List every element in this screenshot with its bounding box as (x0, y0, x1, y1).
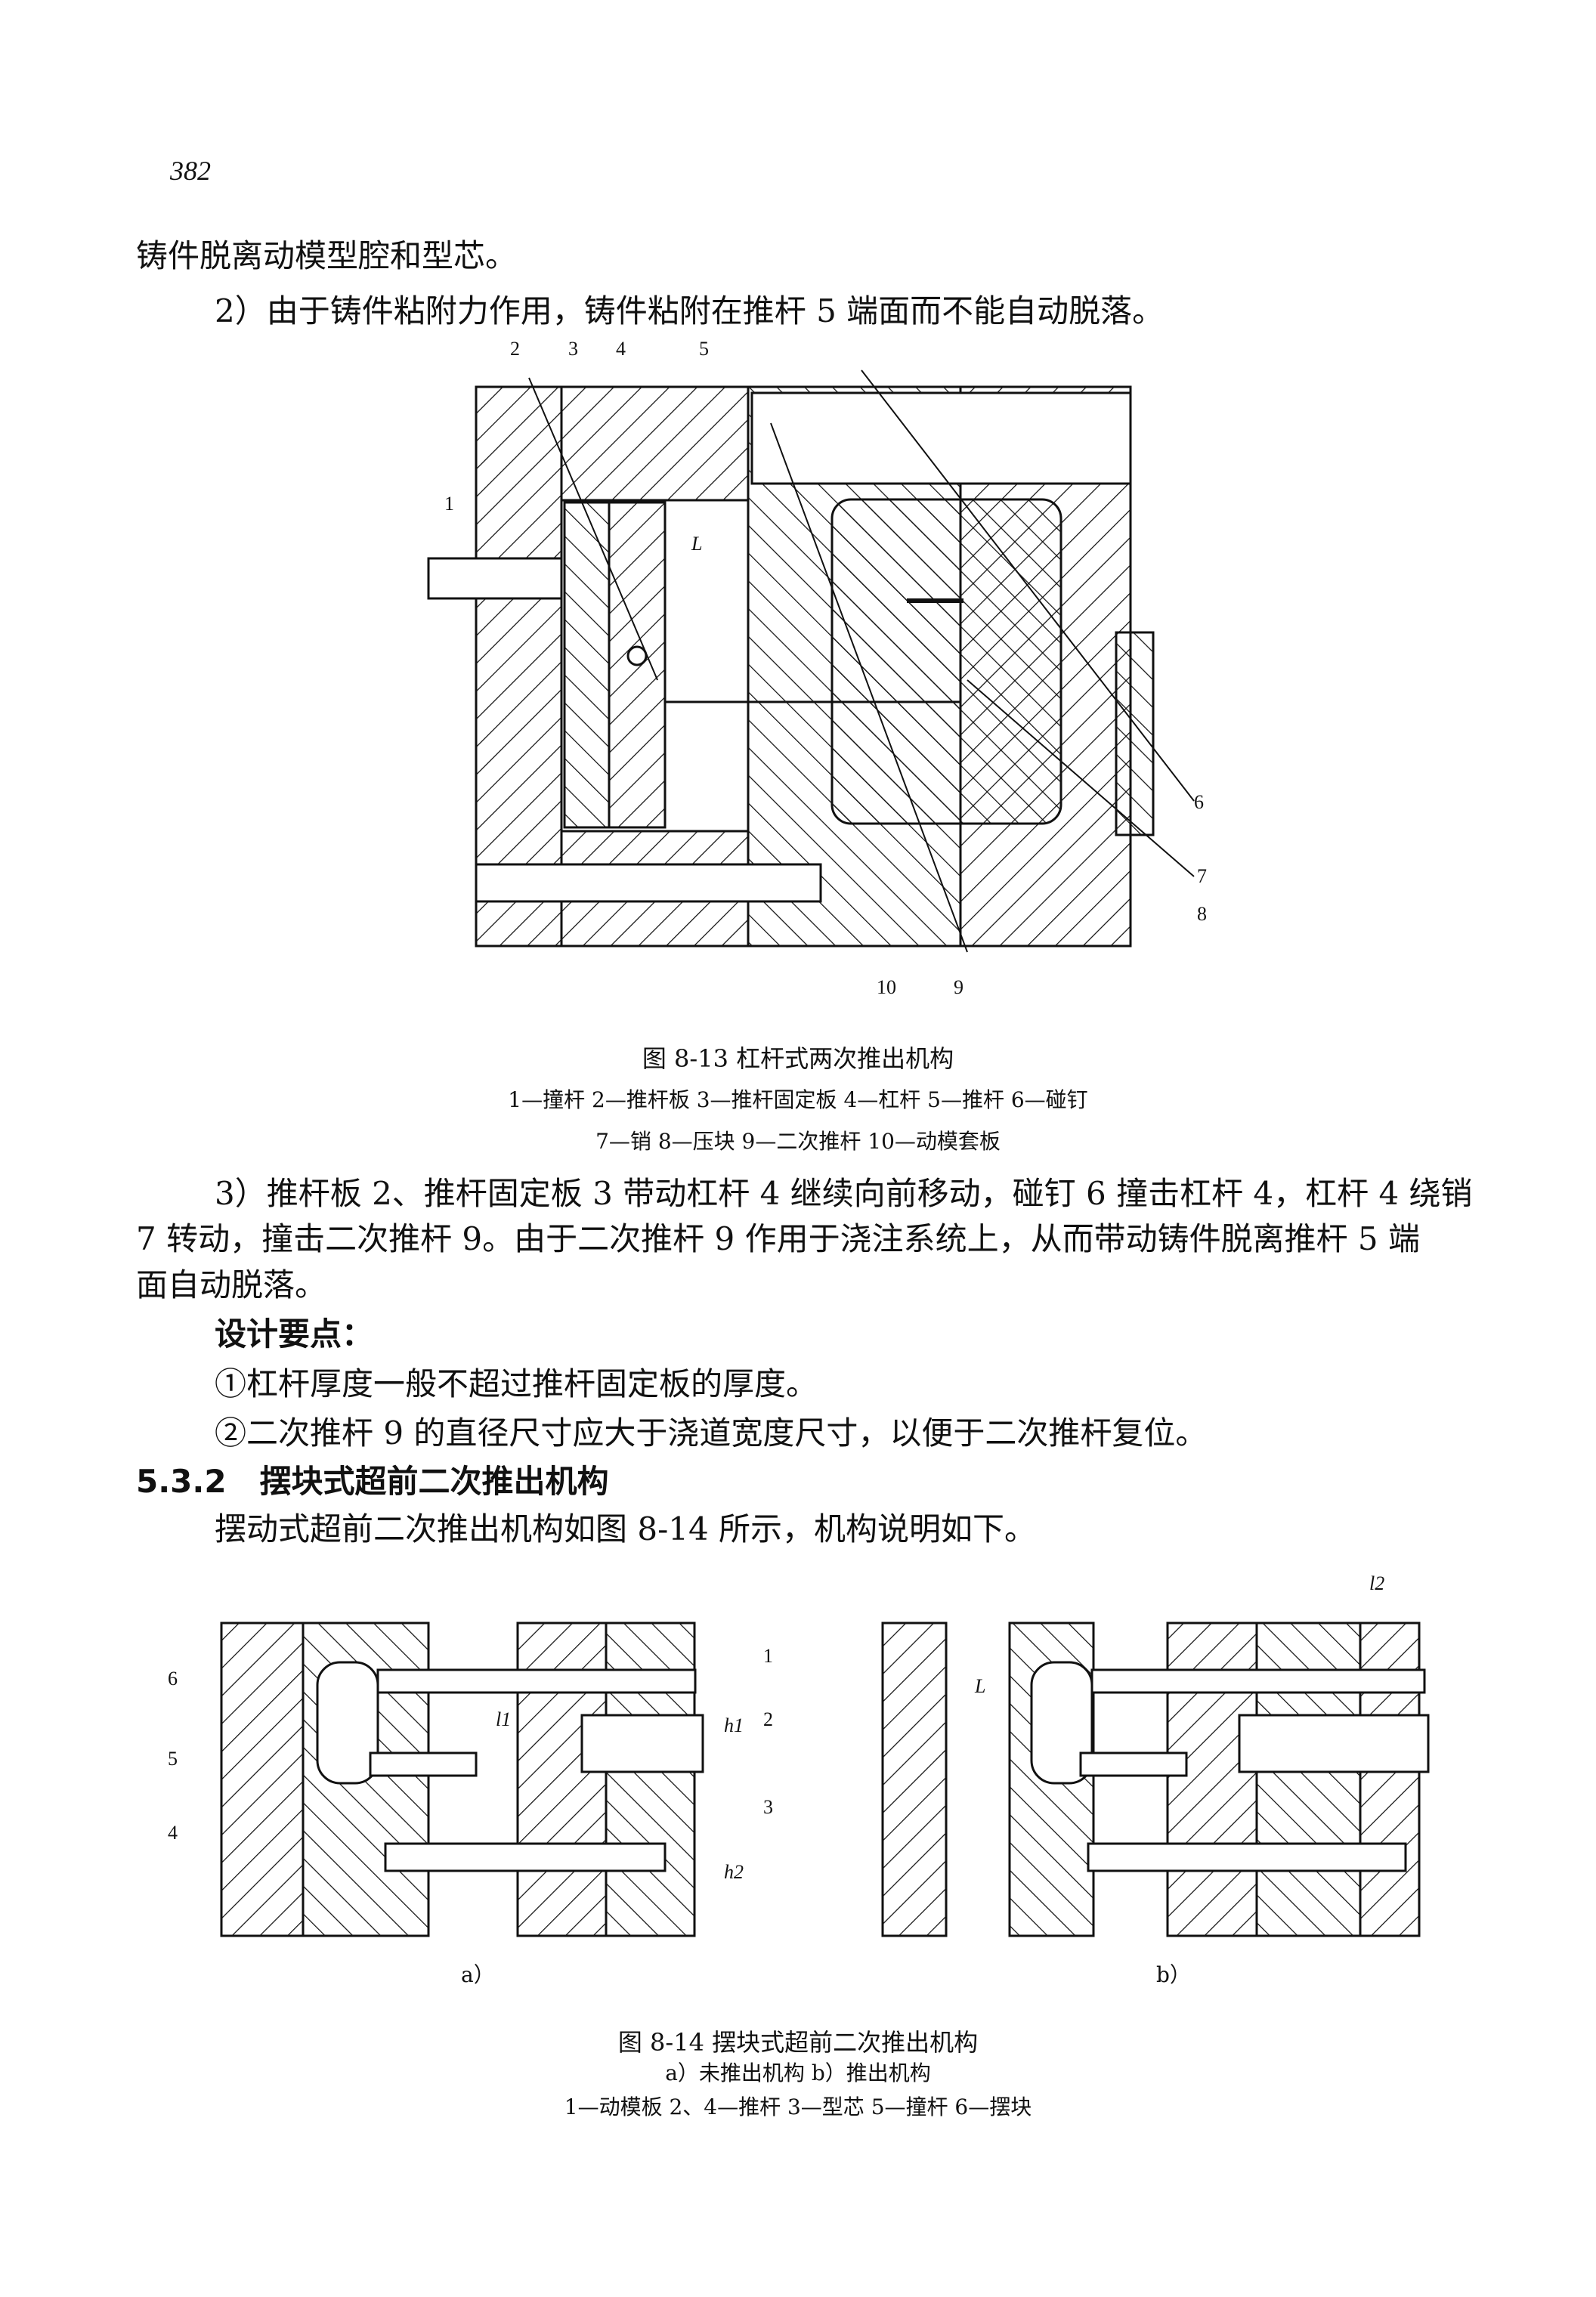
paragraph-1: 铸件脱离动模型腔和型芯。 (136, 237, 518, 274)
label-a-h2: h2 (724, 1861, 744, 1883)
figure-8-14-subcaption: a）未推出机构 b）推出机构 (665, 2060, 931, 2085)
design-point-1: ①杠杆厚度一般不超过推杆固定板的厚度。 (215, 1365, 818, 1402)
label-a-1: 1 (763, 1645, 773, 1667)
pushrod-4 (384, 1842, 667, 1872)
clamp-plate (475, 385, 563, 948)
label-8: 8 (1197, 903, 1207, 925)
label-5: 5 (699, 338, 709, 360)
bolt (475, 863, 822, 903)
support-top (560, 385, 750, 502)
label-3: 3 (568, 338, 578, 360)
label-b-L: L (974, 1675, 985, 1697)
figure-8-14a-drawing (220, 1622, 704, 1937)
design-points-title: 设计要点： (215, 1315, 374, 1353)
subfigure-b-label: b） (1156, 1962, 1191, 1987)
figure-8-14b-drawing (881, 1622, 1430, 1937)
ejector-plate-2 (563, 501, 611, 829)
side-block (1115, 631, 1155, 836)
pushrod-2 (376, 1668, 697, 1694)
label-a-2: 2 (763, 1708, 773, 1730)
figure-8-13-labels: 2 3 4 5 1 L 6 7 8 10 9 (444, 338, 1207, 998)
label-b-l2: l2 (1369, 1572, 1384, 1594)
label-a-3: 3 (763, 1796, 773, 1818)
label-1: 1 (444, 493, 454, 515)
label-10: 10 (877, 976, 896, 998)
label-6: 6 (1194, 791, 1204, 813)
label-4: 4 (616, 338, 626, 360)
figure-8-14-caption: 图 8-14 摆块式超前二次推出机构 (617, 2028, 979, 2057)
label-a-h1: h1 (724, 1714, 744, 1736)
figure-8-14-items: 1—动模板 2、4—推杆 3—型芯 5—撞杆 6—摆块 (564, 2095, 1032, 2119)
pin-7 (626, 645, 648, 666)
swing-block-6 (316, 1661, 379, 1785)
paragraph-4: 摆动式超前二次推出机构如图 8-14 所示，机构说明如下。 (215, 1510, 1037, 1547)
section-heading: 5.3.2 摆块式超前二次推出机构 (136, 1463, 609, 1500)
label-9: 9 (954, 976, 963, 998)
paragraph-2: 2）由于铸件粘附力作用，铸件粘附在推杆 5 端面而不能自动脱落。 (215, 292, 1165, 329)
paragraph-3-line-1: 3）推杆板 2、推杆固定板 3 带动杠杆 4 继续向前移动，碰钉 6 撞击杠杆 … (215, 1175, 1473, 1212)
label-L: L (691, 533, 702, 555)
label-7: 7 (1197, 865, 1207, 887)
knock-rod-5 (369, 1751, 478, 1777)
figure-8-13-items-2: 7—销 8—压块 9—二次推杆 10—动模套板 (595, 1129, 1001, 1154)
die-insert (830, 498, 1062, 825)
paragraph-3-line-3: 面自动脱落。 (136, 1266, 327, 1303)
label-a-l1: l1 (496, 1708, 511, 1730)
label-a-4: 4 (168, 1822, 178, 1844)
design-point-2: ②二次推杆 9 的直径尺寸应大于浇道宽度尺寸，以便于二次推杆复位。 (215, 1414, 1208, 1451)
knock-rod-1 (427, 557, 563, 600)
leader-lines (528, 369, 1195, 953)
figure-8-13-items-1: 1—撞杆 2—推杆板 3—推杆固定板 4—杠杆 5—推杆 6—碰钉 (508, 1087, 1088, 1112)
core-3 (580, 1714, 704, 1773)
subfigure-a-label: a） (461, 1962, 495, 1987)
figure-8-13-caption: 图 8-13 杠杆式两次推出机构 (642, 1044, 954, 1073)
ejector-retainer-plate-3 (608, 501, 667, 829)
page-number: 382 (170, 156, 211, 186)
figure-8-14a-labels: 6 5 4 1 2 3 l1 h1 h2 (168, 1645, 773, 1883)
paragraph-3-line-2: 7 转动，撞击二次推杆 9。由于二次推杆 9 作用于浇注系统上，从而带动铸件脱离… (136, 1220, 1420, 1257)
figure-8-13-drawing (427, 369, 1195, 953)
figure-8-14b-labels: L l2 (974, 1572, 1384, 1697)
label-2: 2 (510, 338, 520, 360)
label-a-5: 5 (168, 1748, 178, 1770)
pin-channel (750, 391, 1132, 485)
label-a-6: 6 (168, 1668, 178, 1690)
